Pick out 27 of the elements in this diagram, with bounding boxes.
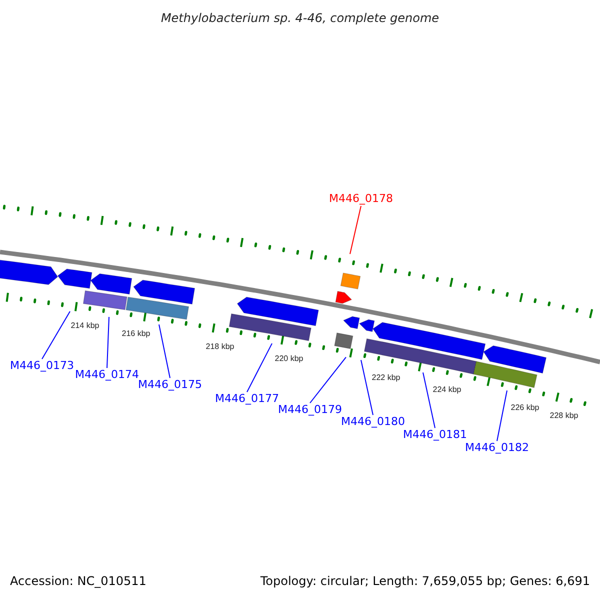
gene-label: M446_0175 xyxy=(133,378,207,392)
leader-line xyxy=(496,390,508,442)
leader-line xyxy=(158,324,170,378)
leader-line xyxy=(350,206,362,254)
footer-text: Topology: circular; Length: 7,659,055 bp; Genes: 6,691 xyxy=(260,574,590,589)
gene-label: M446_0182 xyxy=(460,441,534,455)
leader-line xyxy=(42,310,70,360)
tick-label: 226 kbp xyxy=(510,402,540,413)
tick-label: 220 kbp xyxy=(274,354,304,364)
footer-text: Accession: NC_010511 xyxy=(10,574,146,589)
leader-line xyxy=(310,356,346,404)
title: Methylobacterium sp. 4-46, complete genome xyxy=(160,10,440,27)
tick-label: 218 kbp xyxy=(206,342,234,352)
gene-label: M446_0179 xyxy=(273,403,347,417)
leader-line xyxy=(360,360,374,416)
tick-label: 222 kbp xyxy=(372,372,400,383)
tick-label: 216 kbp xyxy=(122,328,150,339)
gene-label: M446_0178 xyxy=(324,192,398,206)
tick-label: 224 kbp xyxy=(432,385,462,396)
leader-line xyxy=(246,342,272,392)
tick-label: 214 kbp xyxy=(70,321,100,332)
gene-label: M446_0181 xyxy=(398,428,472,442)
tick-label: 228 kbp xyxy=(550,411,578,422)
leader-line xyxy=(422,372,436,428)
gene-label: M446_0177 xyxy=(210,392,284,406)
leader-line xyxy=(106,316,110,368)
gene-label: M446_0180 xyxy=(336,415,410,429)
